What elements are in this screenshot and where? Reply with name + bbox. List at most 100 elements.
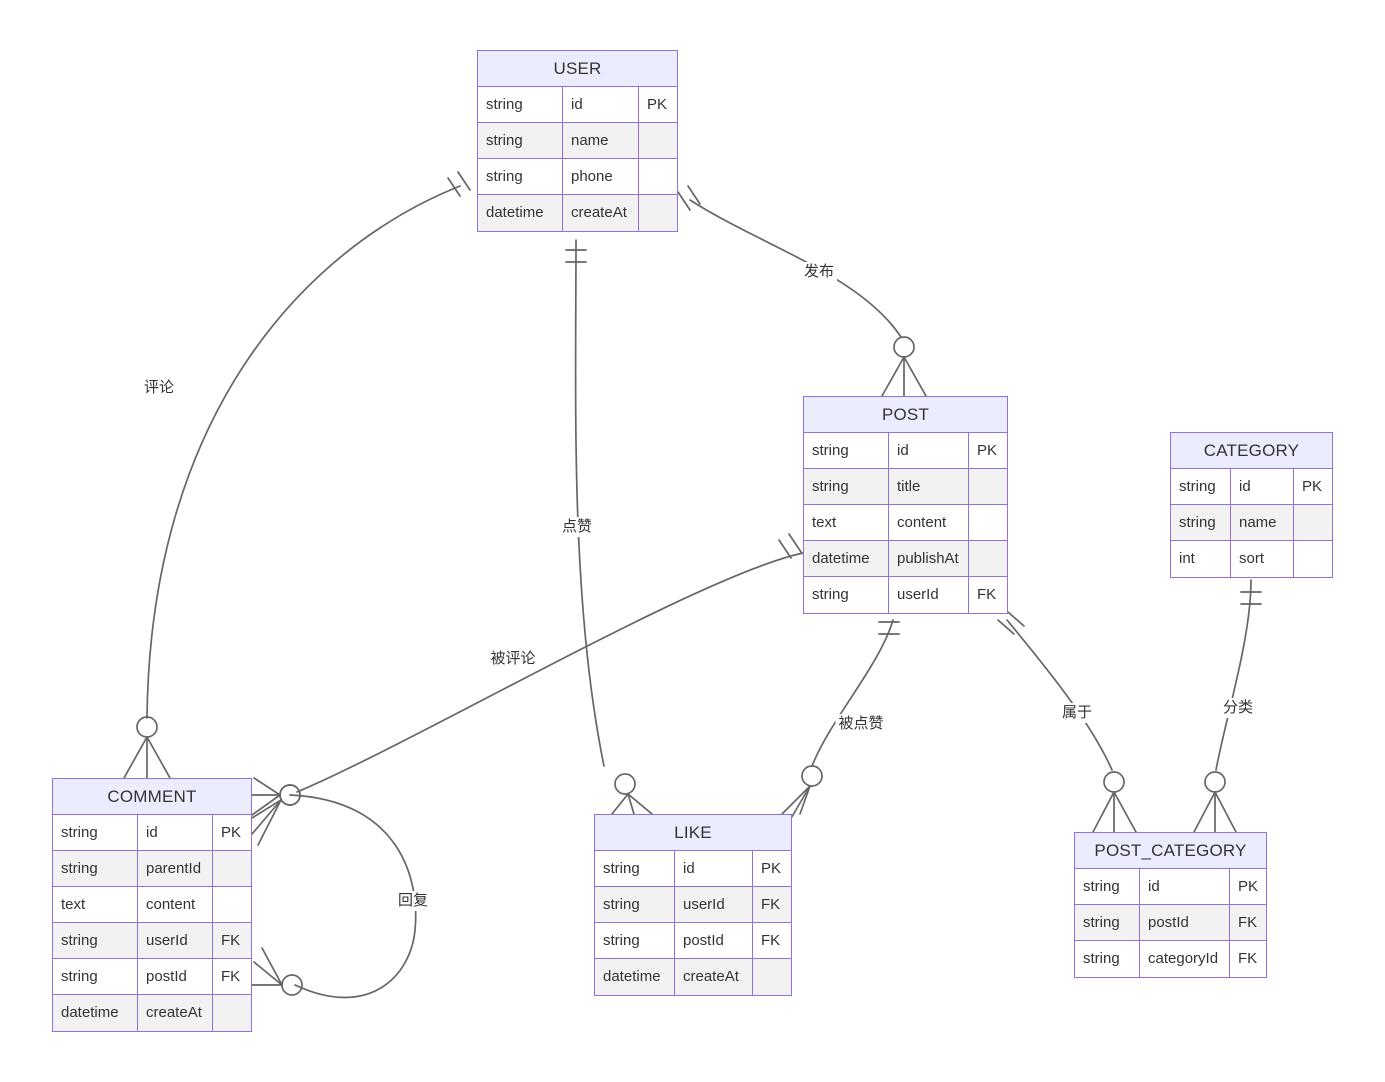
relationship-label-category-postcategory: 分类 [1219,698,1257,718]
attribute-key: PK [647,96,668,113]
entity-title-user: USER [478,51,677,87]
attribute-name: id [889,433,969,468]
attribute-type: text [53,887,138,922]
attribute-type: string [1075,941,1140,977]
relationship-line-user-like [574,239,605,767]
attribute-key: FK [761,896,781,913]
attribute-name: createAt [675,959,753,995]
attribute-key: FK [221,932,241,949]
attribute-key: PK [1238,878,1259,895]
cardinality-user-comment-many [123,716,171,779]
attribute-key [1294,505,1332,540]
attribute-key [969,541,1007,576]
attribute-type: string [53,923,138,958]
attribute-name: content [138,887,213,922]
attribute-key [1294,541,1332,577]
cardinality-comment-comment-many-top [251,777,301,816]
entity-title-category: CATEGORY [1171,433,1332,469]
attribute-name: userId [138,923,213,958]
attribute-key [213,887,251,922]
cardinality-post-like-many [781,765,823,821]
attribute-name: id [675,851,753,886]
entity-title-comment: COMMENT [53,779,251,815]
cardinality-comment-comment-many-bottom [251,947,303,996]
attribute-name: postId [138,959,213,994]
attribute-key: FK [221,968,241,985]
attribute-name: categoryId [1140,941,1230,977]
attribute-name: parentId [138,851,213,886]
attribute-name: content [889,505,969,540]
entity-title-post_category: POST_CATEGORY [1075,833,1266,869]
attribute-type: string [804,577,889,613]
entity-title-like: LIKE [595,815,791,851]
attribute-key [969,469,1007,504]
cardinality-post-comment-many [251,784,301,846]
attribute-type: string [595,851,675,886]
attribute-type: string [804,433,889,468]
attribute-type: string [595,887,675,922]
attribute-key [639,159,677,194]
cardinality-post-postcategory-one [997,611,1025,635]
attribute-type: string [53,815,138,850]
relationship-line-post-like [811,619,894,767]
attribute-key [213,851,251,886]
relationship-label-post-like: 被点赞 [835,714,887,734]
relationship-label-post-postcategory: 属于 [1058,703,1096,723]
attribute-name: name [1231,505,1294,540]
attribute-type: text [804,505,889,540]
attribute-type: int [1171,541,1231,577]
attribute-type: string [1171,469,1231,504]
attribute-key: PK [761,860,782,877]
attribute-key: FK [977,586,997,603]
attribute-type: datetime [804,541,889,576]
relationship-label-user-comment: 评论 [140,378,178,398]
attribute-name: createAt [138,995,213,1031]
cardinality-post-comment-one [778,533,802,559]
cardinality-user-comment-one [447,171,471,197]
attribute-name: id [1140,869,1230,904]
attribute-type: datetime [53,995,138,1031]
attribute-name: title [889,469,969,504]
attribute-key: PK [1302,478,1323,495]
attribute-name: sort [1231,541,1294,577]
attribute-type: datetime [478,195,563,231]
relationship-line-post-comment [296,552,804,793]
attribute-name: userId [889,577,969,613]
attribute-type: datetime [595,959,675,995]
attribute-key: FK [1238,914,1258,931]
attribute-key [753,959,791,995]
attribute-type: string [478,87,563,122]
attribute-type: string [1075,869,1140,904]
attribute-name: userId [675,887,753,922]
relationship-line-post-postcategory [1006,619,1113,771]
attribute-key: FK [1238,950,1258,967]
attribute-type: string [53,959,138,994]
attribute-type: string [804,469,889,504]
attribute-name: publishAt [889,541,969,576]
attribute-name: name [563,123,639,158]
